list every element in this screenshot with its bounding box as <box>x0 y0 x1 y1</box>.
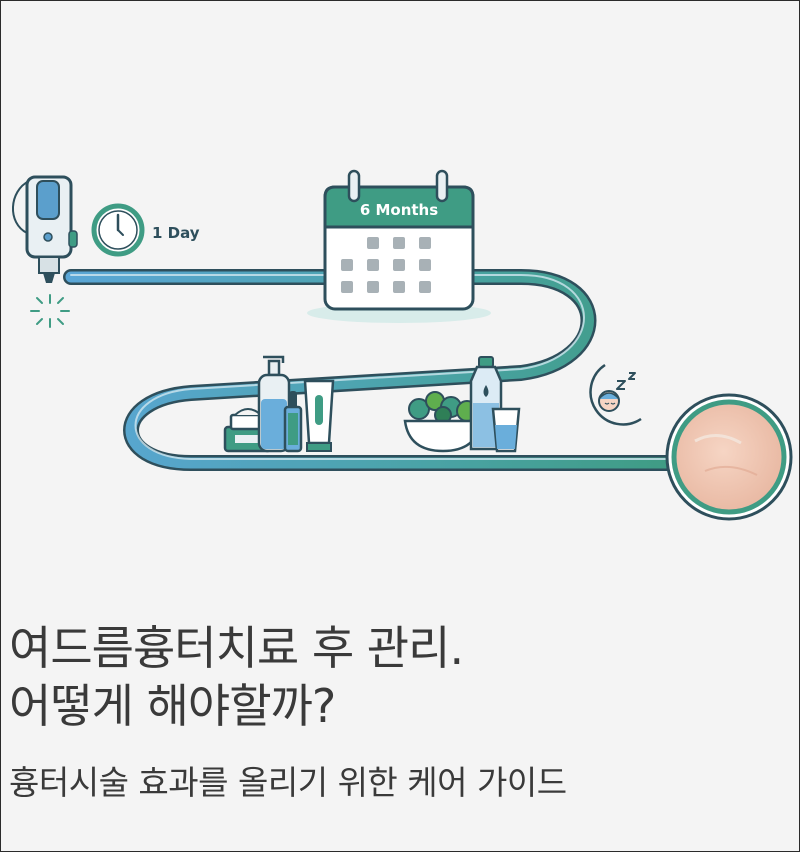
laser-sparkle-icon <box>30 294 70 328</box>
clock-icon <box>91 203 145 257</box>
salad-bowl-icon <box>403 391 483 453</box>
water-glass-icon <box>491 407 521 453</box>
cream-tube-icon <box>303 379 335 452</box>
headline-line-2: 어떻게 해야할까? <box>9 679 336 733</box>
dropper-bottle-icon <box>283 391 303 453</box>
laser-device-icon <box>12 175 78 283</box>
subtitle: 흉터시술 효과를 올리기 위한 케어 가이드 <box>9 763 567 802</box>
headline-line-1: 여드름흉터치료 후 관리. <box>9 621 464 675</box>
zzz-icon <box>616 372 636 390</box>
sleeping-moon-icon <box>589 363 642 426</box>
day-label: 1 Day <box>152 224 200 242</box>
calendar-icon <box>307 169 491 323</box>
timeline-road <box>63 269 679 471</box>
calendar-label: 6 Months <box>360 201 438 219</box>
water-bottle-icon <box>469 356 503 451</box>
skin-result-icon <box>665 393 793 521</box>
